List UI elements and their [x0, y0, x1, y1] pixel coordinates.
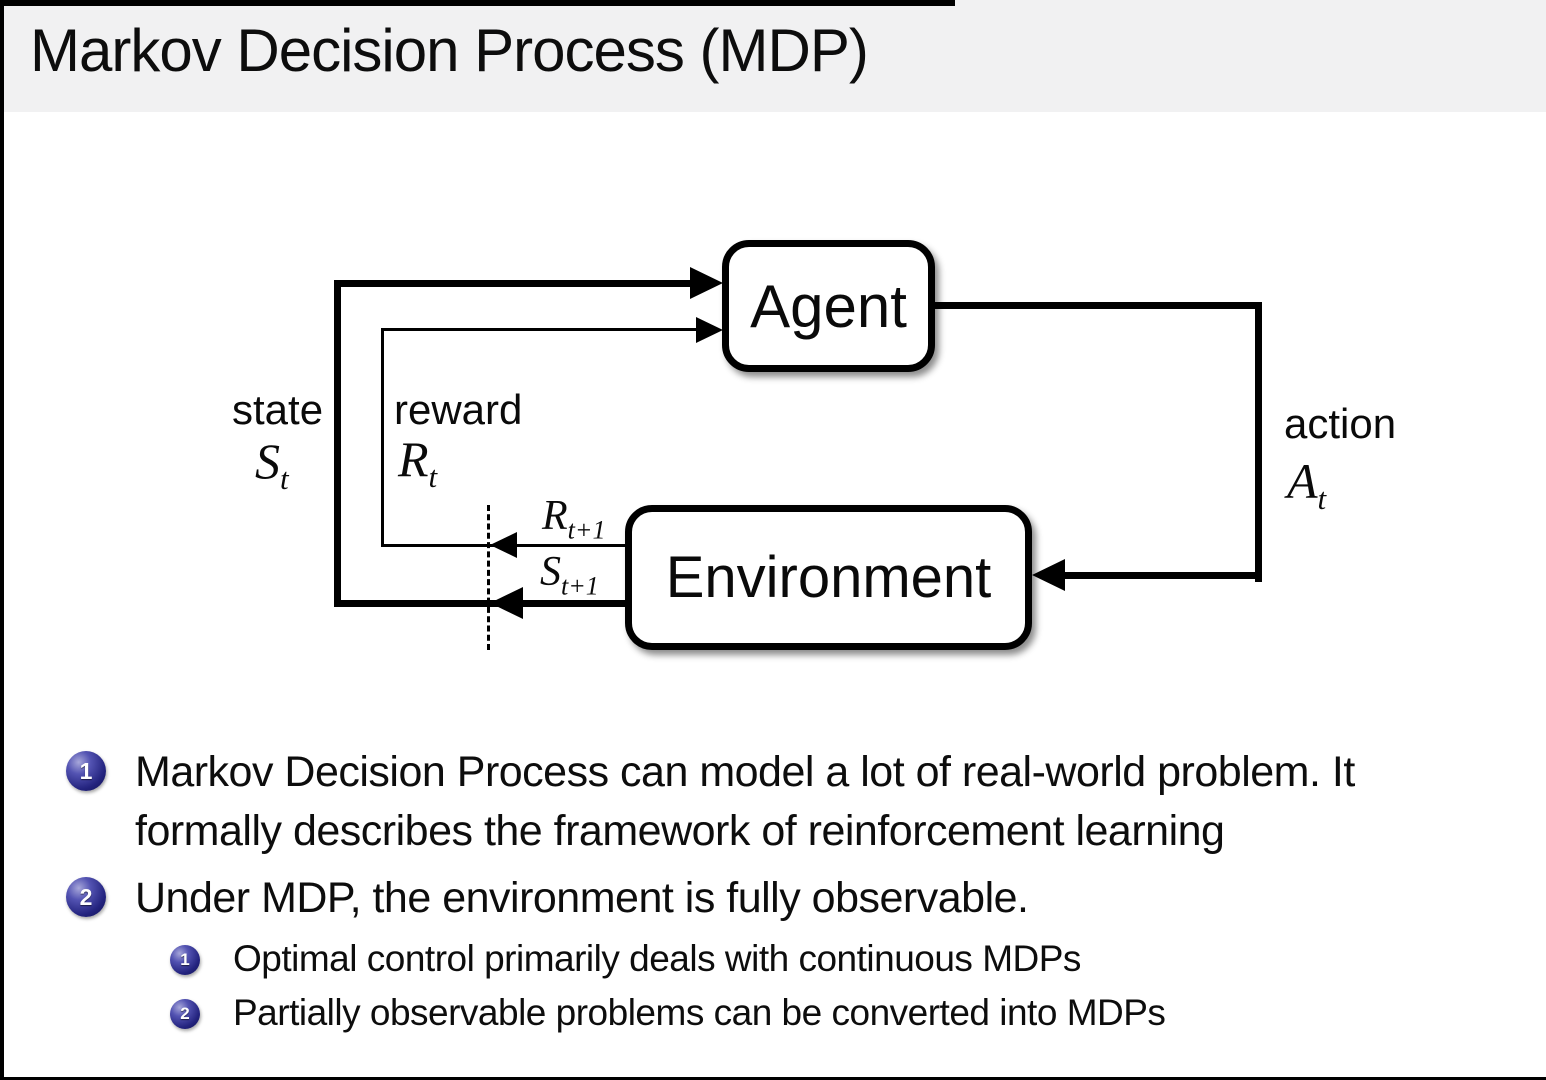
state-to-agent-arrowhead-icon: [690, 267, 723, 299]
state-symbol: St: [255, 432, 289, 497]
page-title: Markov Decision Process (MDP): [30, 17, 869, 84]
sub-bullet-number-badge: 2: [170, 999, 200, 1029]
agent-box-label: Agent: [750, 272, 907, 340]
timestep-boundary-dashed-line: [487, 505, 490, 650]
bullet-text-line: Markov Decision Process can model a lot …: [135, 748, 1355, 796]
reward-symbol-letter: R: [398, 431, 429, 487]
list-item: Under MDP, the environment is fully obse…: [135, 869, 1029, 928]
next-reward-symbol: Rt+1: [542, 492, 605, 545]
state-symbol-subscript: t: [280, 461, 289, 496]
next-state-line: [334, 600, 625, 607]
action-symbol-subscript: t: [1317, 481, 1327, 516]
sub-list-item: Optimal control primarily deals with con…: [233, 938, 1081, 979]
reward-symbol-subscript: t: [428, 459, 438, 494]
action-loop-vertical-line: [1255, 302, 1262, 582]
bullet-text-line: formally describes the framework of rein…: [135, 807, 1225, 855]
next-reward-symbol-letter: R: [542, 493, 568, 539]
next-state-symbol-subscript: t+1: [561, 571, 599, 601]
state-to-agent-line: [334, 280, 694, 287]
sub-list-item: Partially observable problems can be con…: [233, 992, 1166, 1033]
environment-box-label: Environment: [665, 545, 992, 610]
bottom-edge-bar: [0, 1077, 1546, 1080]
agent-box: Agent: [722, 240, 935, 372]
next-state-arrowhead-icon: [490, 587, 523, 619]
reward-to-agent-arrowhead-icon: [696, 317, 723, 343]
list-item: Markov Decision Process can model a lot …: [135, 743, 1355, 861]
slide-title-bar: Markov Decision Process (MDP): [0, 0, 1546, 112]
bullet-text-line: Under MDP, the environment is fully obse…: [135, 874, 1029, 922]
reward-to-agent-line: [381, 328, 696, 331]
bullet-number-badge: 1: [66, 751, 106, 791]
reward-symbol: Rt: [398, 430, 437, 495]
sub-bullet-number-badge: 1: [170, 945, 200, 975]
state-label: state: [232, 386, 324, 433]
reward-label: reward: [394, 386, 523, 433]
reward-loop-vertical-line: [381, 328, 384, 547]
environment-box: Environment: [625, 505, 1032, 650]
left-edge-bar: [0, 0, 4, 1080]
action-to-environment-line: [1062, 572, 1262, 579]
action-symbol: At: [1287, 452, 1326, 517]
next-reward-arrowhead-icon: [490, 532, 517, 558]
next-state-symbol-letter: S: [540, 549, 561, 595]
action-symbol-letter: A: [1287, 453, 1318, 509]
next-state-symbol: St+1: [540, 548, 599, 601]
bullet-number-badge: 2: [66, 877, 106, 917]
agent-to-action-line: [934, 302, 1262, 309]
next-reward-symbol-subscript: t+1: [567, 515, 606, 545]
state-loop-vertical-line: [334, 280, 341, 607]
action-label: action: [1284, 400, 1397, 447]
top-edge-bar: [0, 0, 955, 6]
state-symbol-letter: S: [255, 433, 280, 489]
action-to-environment-arrowhead-icon: [1032, 559, 1065, 591]
